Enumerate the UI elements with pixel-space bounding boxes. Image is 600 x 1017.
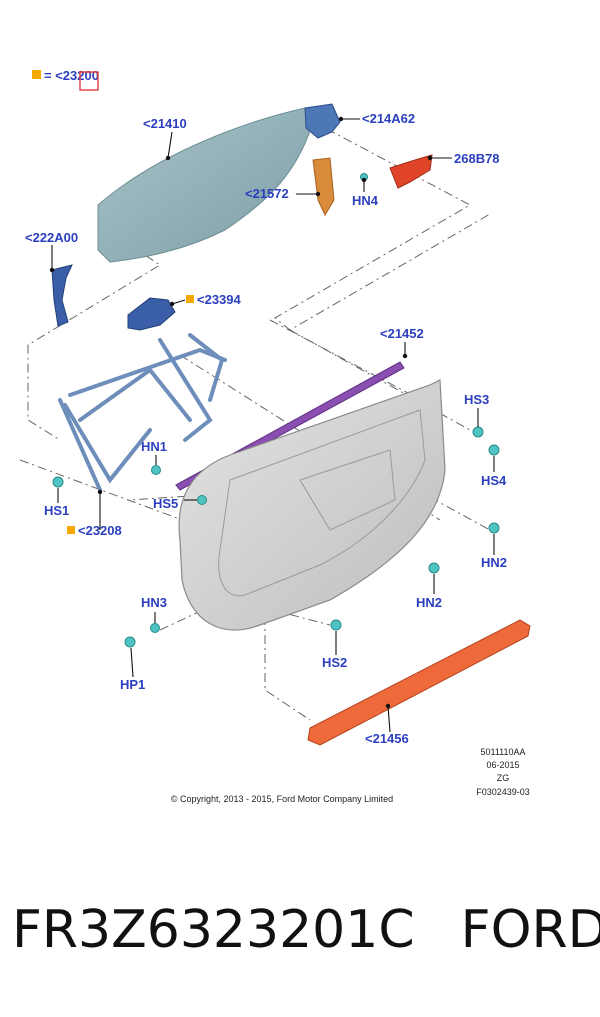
window-regulator bbox=[58, 333, 227, 492]
label-hn2-right: HN2 bbox=[481, 555, 507, 570]
door-panel-detail-2 bbox=[299, 449, 396, 531]
label-hn2-lower: HN2 bbox=[416, 595, 442, 610]
window-motor bbox=[127, 297, 176, 331]
label-222A00: <222A00 bbox=[25, 230, 78, 245]
label-23208: <23208 bbox=[78, 523, 122, 538]
fastener-hp1 bbox=[124, 636, 136, 648]
label-23394: <23394 bbox=[197, 292, 242, 307]
copyright-notice: © Copyright, 2013 - 2015, Ford Motor Com… bbox=[171, 794, 393, 804]
fastener-hs5 bbox=[197, 495, 207, 505]
fastener-hn1 bbox=[151, 465, 161, 475]
outer-belt-weatherstrip bbox=[307, 619, 531, 746]
glass-run-channel bbox=[312, 157, 335, 217]
parts-diagram: = <23200 bbox=[19, 68, 531, 804]
fastener-hs2 bbox=[330, 619, 342, 631]
callout-labels: <21410 <214A62 268B78 <21572 HN4 <222A00… bbox=[25, 111, 507, 746]
fastener-hs4 bbox=[488, 444, 500, 456]
drawing-number: 5011110AA bbox=[480, 747, 525, 757]
legend-text: = <23200 bbox=[44, 68, 99, 83]
door-inner-panel bbox=[178, 379, 446, 631]
drawing-date: 06-2015 bbox=[486, 760, 519, 770]
label-hs5: HS5 bbox=[153, 496, 178, 511]
label-214A62: <214A62 bbox=[362, 111, 415, 126]
fastener-hs1 bbox=[52, 476, 64, 488]
label-268B78: 268B78 bbox=[454, 151, 500, 166]
legend-highlight-box bbox=[79, 71, 99, 91]
door-glass bbox=[97, 107, 316, 263]
latch-part bbox=[389, 154, 433, 189]
rear-glass-bracket bbox=[51, 264, 73, 327]
drawing-figure-id: F0302439-03 bbox=[476, 787, 530, 797]
label-21572: <21572 bbox=[245, 186, 289, 201]
label-hs2: HS2 bbox=[322, 655, 347, 670]
label-hp1: HP1 bbox=[120, 677, 145, 692]
drawing-info: 5011110AA 06-2015 ZG F0302439-03 bbox=[476, 747, 530, 797]
brand-name: FORD bbox=[460, 900, 600, 960]
label-23394-symbol bbox=[186, 295, 194, 303]
product-footer: FR3Z6323201C FORD bbox=[12, 900, 600, 980]
label-hs1: HS1 bbox=[44, 503, 69, 518]
label-21456: <21456 bbox=[365, 731, 409, 746]
drawing-code: ZG bbox=[497, 773, 510, 783]
fasteners bbox=[52, 426, 500, 648]
label-hs4: HS4 bbox=[481, 473, 507, 488]
mirror-bracket bbox=[304, 103, 341, 139]
label-hs3: HS3 bbox=[464, 392, 489, 407]
label-hn1: HN1 bbox=[141, 439, 167, 454]
leader-lines bbox=[49, 116, 495, 733]
label-hn4: HN4 bbox=[352, 193, 379, 208]
part-number: FR3Z6323201C bbox=[12, 900, 415, 960]
fastener-hn2a bbox=[488, 522, 500, 534]
fastener-hn3 bbox=[150, 623, 160, 633]
legend-symbol bbox=[32, 70, 41, 79]
label-21410: <21410 bbox=[143, 116, 187, 131]
label-hn3: HN3 bbox=[141, 595, 167, 610]
label-21452: <21452 bbox=[380, 326, 424, 341]
fastener-hn2b bbox=[428, 562, 440, 574]
door-panel-detail bbox=[218, 409, 426, 597]
label-23208-symbol bbox=[67, 526, 75, 534]
fastener-hs3 bbox=[472, 426, 484, 438]
